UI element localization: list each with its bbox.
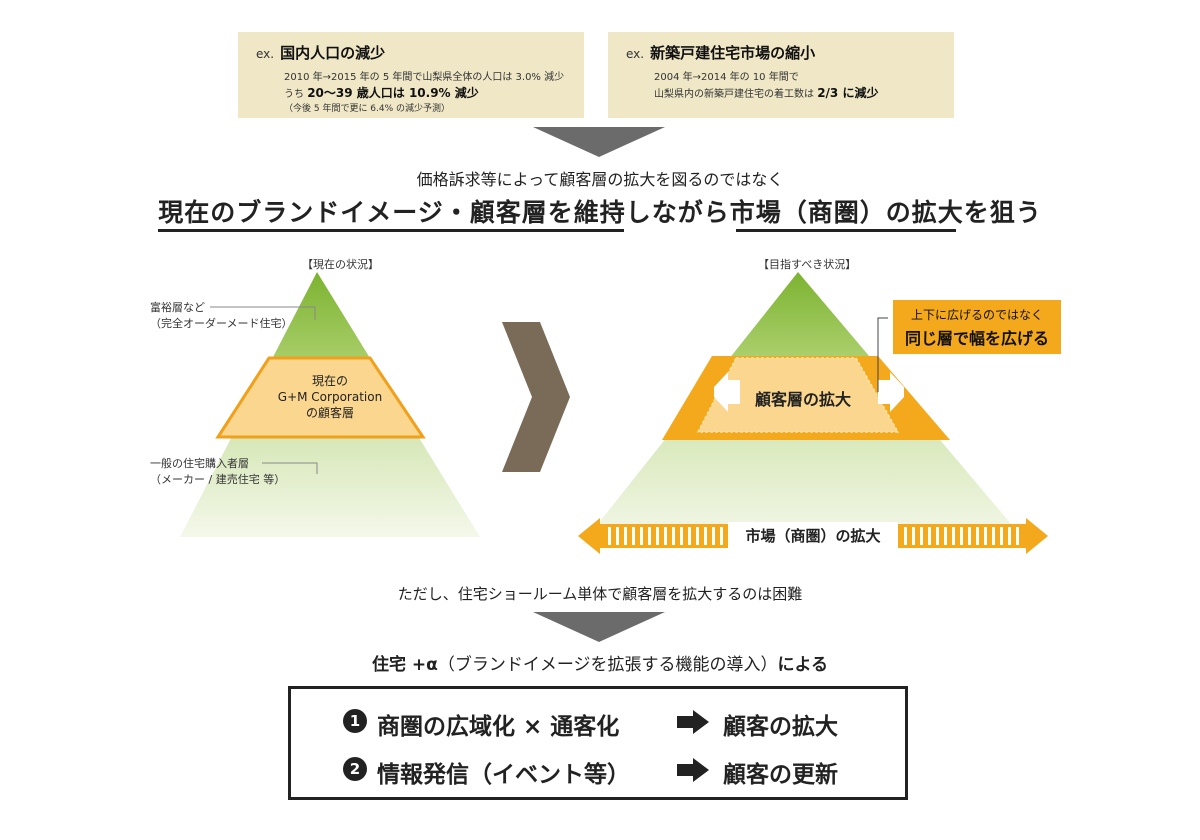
target-pyramid (578, 272, 1048, 554)
target-state-label: 【目指すべき状況】 (758, 258, 857, 271)
number-badge-icon: 2 (343, 757, 367, 781)
leader-line (262, 462, 318, 474)
plus-alpha-text: 住宅 +α（ブランドイメージを拡張する機能の導入）による (371, 655, 828, 675)
current-customer-band (215, 356, 426, 439)
market-expand-arrow (578, 518, 600, 554)
down-arrow-icon (533, 127, 665, 157)
current-pyramid (180, 272, 480, 537)
info-box-housing: ex. 新築戸建住宅市場の縮小 2004 年→2014 年の 10 年間で 山梨県… (608, 32, 954, 118)
market-expand-label: 市場（商圏）の拡大 (745, 527, 881, 545)
ex-label: ex. (626, 47, 645, 61)
box-line: 2010 年→2015 年の 5 年間で山梨県全体の人口は 3.0% 減少 (284, 72, 565, 83)
however-text: ただし、住宅ショールーム単体で顧客層を拡大するのは困難 (397, 585, 803, 603)
left-expand-arrow (714, 372, 740, 412)
current-customer-label: 現在の G+M Corporation の顧客層 (277, 374, 383, 420)
ex-label: ex. (256, 47, 275, 61)
box-title: 国内人口の減少 (280, 44, 386, 62)
main-heading: 現在のブランドイメージ・顧客層を維持しながら市場（商圏）の拡大を狙う (158, 198, 1042, 227)
number-badge-icon: 1 (343, 709, 367, 733)
box-line: 2004 年→2014 年の 10 年間で (654, 72, 799, 83)
strategy-box: 1 商圏の広域化 × 通客化 顧客の拡大 2 情報発信（イベント等） 顧客の更新 (288, 686, 908, 800)
down-arrow-icon (533, 612, 665, 642)
box-line: 山梨県内の新築戸建住宅の着工数は 2/3 に減少 (654, 86, 879, 100)
heading-underline-left (158, 229, 624, 232)
expanded-customer-label: 顧客層の拡大 (754, 390, 851, 409)
leader-line (210, 306, 316, 320)
info-box-population: ex. 国内人口の減少 2010 年→2015 年の 5 年間で山梨県全体の人口は… (238, 32, 584, 118)
arrow-right-icon (677, 710, 709, 734)
current-band-inner (696, 357, 900, 433)
box-line: うち 20〜39 歳人口は 10.9% 減少 (284, 86, 479, 100)
sub-heading: 価格訴求等によって顧客層の拡大を図るのではなく (416, 170, 784, 189)
right-arrow-icon (502, 322, 570, 472)
wealthy-note: 富裕層など （完全オーダーメード住宅） (150, 301, 293, 330)
right-expand-arrow (878, 372, 904, 412)
heading-underline-right (736, 229, 956, 232)
general-buyer-note: 一般の住宅購入者層 （メーカー / 建売住宅 等） (150, 457, 286, 486)
current-state-label: 【現在の状況】 (302, 258, 379, 271)
callout-pointer (877, 317, 888, 392)
dashed-stripes (608, 527, 1019, 545)
box-line: （今後 5 年間で更に 6.4% の減少予測） (284, 104, 451, 114)
callout-box: 上下に広げるのではなく 同じ層で幅を広げる (893, 300, 1061, 354)
box-title: 新築戸建住宅市場の縮小 (650, 44, 816, 62)
arrow-right-icon (677, 758, 709, 782)
